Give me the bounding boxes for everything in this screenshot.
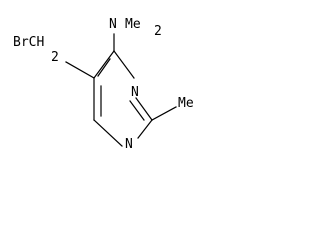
- bond-c4-n3: [113, 50, 135, 79]
- brch2-subscript: 2: [51, 50, 59, 65]
- ring-n3-label: N: [131, 85, 139, 100]
- bond-c2-n1: [137, 119, 153, 139]
- substituent-bonds: [65, 33, 177, 121]
- structure-canvas: N Me 2 BrCH 2 N N Me: [13, 17, 194, 152]
- bond-n1-c6: [93, 119, 123, 147]
- ring-n1-label: N: [125, 137, 133, 152]
- bond-c4-c5-double: [97, 58, 111, 77]
- bond-n3-c2: [135, 97, 153, 121]
- n-dimethyl-me-label: Me: [125, 17, 141, 32]
- n-dimethyl-subscript: 2: [154, 24, 162, 39]
- ring-bonds: [93, 50, 153, 147]
- molecule-diagram: N Me 2 BrCH 2 N N Me: [13, 17, 194, 152]
- bond-c2-me: [151, 106, 177, 121]
- bond-c4-c5: [93, 50, 115, 79]
- atom-labels: N Me 2 BrCH 2 N N Me: [13, 17, 194, 152]
- methyl-label: Me: [178, 96, 194, 111]
- bond-n3-c2-double: [129, 100, 145, 121]
- bond-c5-ch2br: [65, 61, 95, 79]
- brch2-label: BrCH: [13, 35, 44, 50]
- n-dimethyl-n-label: N: [109, 17, 117, 32]
